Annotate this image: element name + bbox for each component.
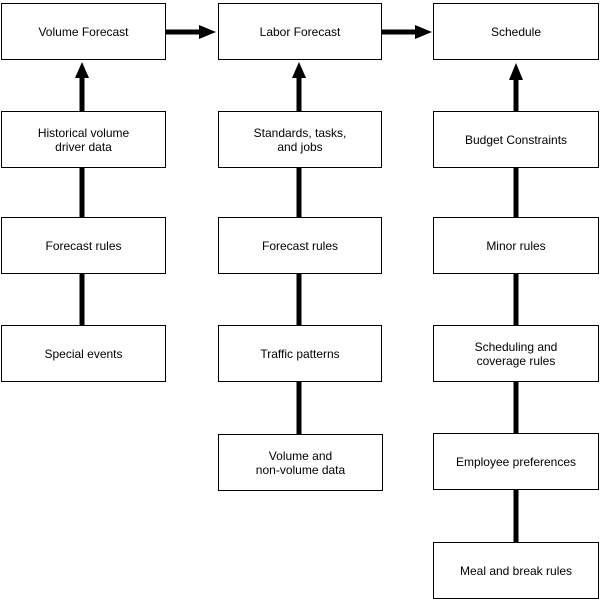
historical-volume-driver-data-box: Historical volume driver data: [1, 111, 166, 168]
arrowhead-icon: [509, 63, 523, 80]
box-label: Volume Forecast: [38, 24, 129, 39]
box-label: Standards, tasks, and jobs: [254, 126, 347, 154]
box-label-line: Standards, tasks,: [253, 125, 347, 140]
box-label: Employee preferences: [455, 454, 577, 469]
schedule-box: Schedule: [433, 3, 599, 60]
box-label: Budget Constraints: [464, 132, 568, 147]
box-label-line: and jobs: [277, 139, 323, 154]
labor-forecast-box: Labor Forecast: [218, 3, 382, 60]
minor-rules-box: Minor rules: [433, 217, 599, 274]
box-label: Historical volume driver data: [38, 126, 129, 154]
traffic-patterns-box: Traffic patterns: [218, 325, 382, 382]
box-label: Special events: [44, 346, 123, 361]
forecast-rules-box: Forecast rules: [218, 217, 382, 274]
box-label-line: Volume and: [268, 448, 333, 463]
box-label-line: driver data: [55, 139, 112, 154]
box-label: Scheduling and coverage rules: [475, 340, 558, 368]
volume-non-volume-data-box: Volume and non-volume data: [218, 434, 383, 491]
box-label-line: non-volume data: [255, 462, 346, 477]
scheduling-coverage-rules-box: Scheduling and coverage rules: [433, 325, 599, 382]
arrowhead-icon: [292, 62, 306, 78]
employee-preferences-box: Employee preferences: [433, 433, 599, 490]
arrowhead-icon: [199, 25, 216, 39]
box-label: Forecast rules: [45, 238, 122, 253]
box-label-line: coverage rules: [476, 353, 556, 368]
box-label-line: Historical volume: [37, 125, 130, 140]
arrowhead-icon: [75, 62, 89, 78]
standards-tasks-jobs-box: Standards, tasks, and jobs: [218, 111, 382, 168]
box-label: Schedule: [490, 24, 542, 39]
forecast-rules-box: Forecast rules: [1, 217, 166, 274]
box-label: Meal and break rules: [459, 563, 573, 578]
box-label: Forecast rules: [261, 238, 339, 253]
box-label-line: Scheduling and: [474, 339, 558, 354]
arrowhead-icon: [415, 25, 432, 39]
meal-break-rules-box: Meal and break rules: [433, 542, 599, 599]
box-label: Traffic patterns: [260, 346, 340, 361]
budget-constraints-box: Budget Constraints: [433, 111, 599, 168]
box-label: Volume and non-volume data: [256, 449, 345, 477]
volume-forecast-box: Volume Forecast: [1, 3, 166, 60]
box-label: Minor rules: [486, 238, 546, 253]
box-label: Labor Forecast: [259, 24, 341, 39]
special-events-box: Special events: [1, 325, 166, 382]
